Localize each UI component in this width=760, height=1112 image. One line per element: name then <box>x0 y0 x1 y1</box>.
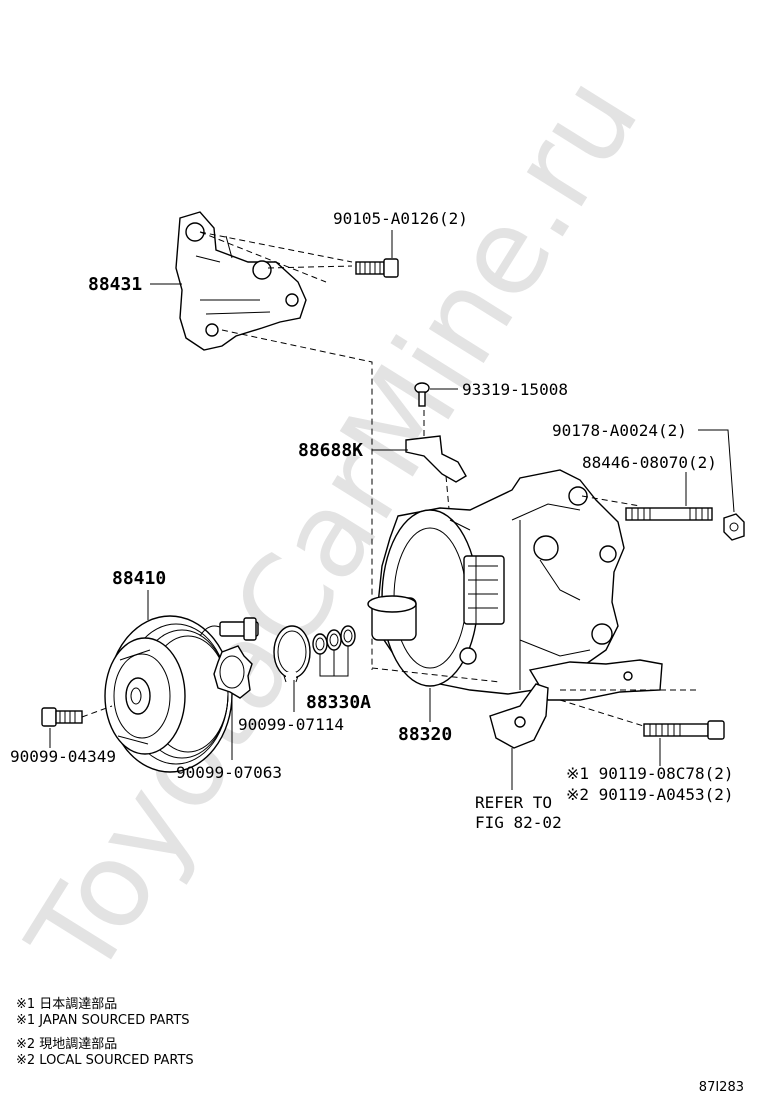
snap-ring-90099-07114 <box>273 625 311 683</box>
leader-88330A <box>319 646 349 677</box>
bolt-90119 <box>643 720 725 740</box>
figure-id: 87I283 <box>698 1080 744 1095</box>
compressor-guide-lines <box>371 495 700 729</box>
lower-bracket <box>489 683 549 749</box>
bracket-88431 <box>175 211 307 351</box>
stud-88446-08070 <box>625 507 713 521</box>
label-88446-08070: 88446-08070(2) <box>582 453 717 472</box>
bracket-88688K <box>405 410 467 521</box>
label-88431: 88431 <box>88 274 142 295</box>
label-88410: 88410 <box>112 568 166 589</box>
nut-90178-A0024 <box>723 513 745 541</box>
note-japan-en: ※1 JAPAN SOURCED PARTS <box>16 1013 190 1028</box>
label-refer-fig: FIG 82-02 <box>475 813 562 832</box>
note-japan-jp: ※1 日本調達部品 <box>16 997 118 1012</box>
label-90105-A0126: 90105-A0126(2) <box>333 209 468 228</box>
label-90178-A0024: 90178-A0024(2) <box>552 421 687 440</box>
bracket-guide-lines <box>199 231 373 670</box>
bolt-90099-04349 <box>41 707 83 727</box>
leader-90178 <box>698 429 735 513</box>
label-90099-07114: 90099-07114 <box>238 715 344 734</box>
shims-88330A <box>312 625 356 655</box>
clutch-pulley-88410 <box>104 615 259 773</box>
label-88688K: 88688K <box>298 440 363 461</box>
bolt-90105-A0126 <box>355 258 399 278</box>
note-local-en: ※2 LOCAL SOURCED PARTS <box>16 1053 194 1068</box>
shim-90099-07063 <box>213 645 253 699</box>
label-93319-15008: 93319-15008 <box>462 380 568 399</box>
label-90119-08C78: ※1 90119-08C78(2) <box>566 764 734 783</box>
label-90099-04349: 90099-04349 <box>10 747 116 766</box>
bolt-guide-line <box>81 705 113 718</box>
note-local-jp: ※2 現地調達部品 <box>16 1037 118 1052</box>
label-88330A: 88330A <box>306 692 371 713</box>
label-90099-07063: 90099-07063 <box>176 763 282 782</box>
label-88320: 88320 <box>398 724 452 745</box>
screw-93319-15008 <box>414 382 430 407</box>
compressor-88320 <box>367 469 663 701</box>
label-90119-A0453: ※2 90119-A0453(2) <box>566 785 734 804</box>
label-refer-to: REFER TO <box>475 793 552 812</box>
